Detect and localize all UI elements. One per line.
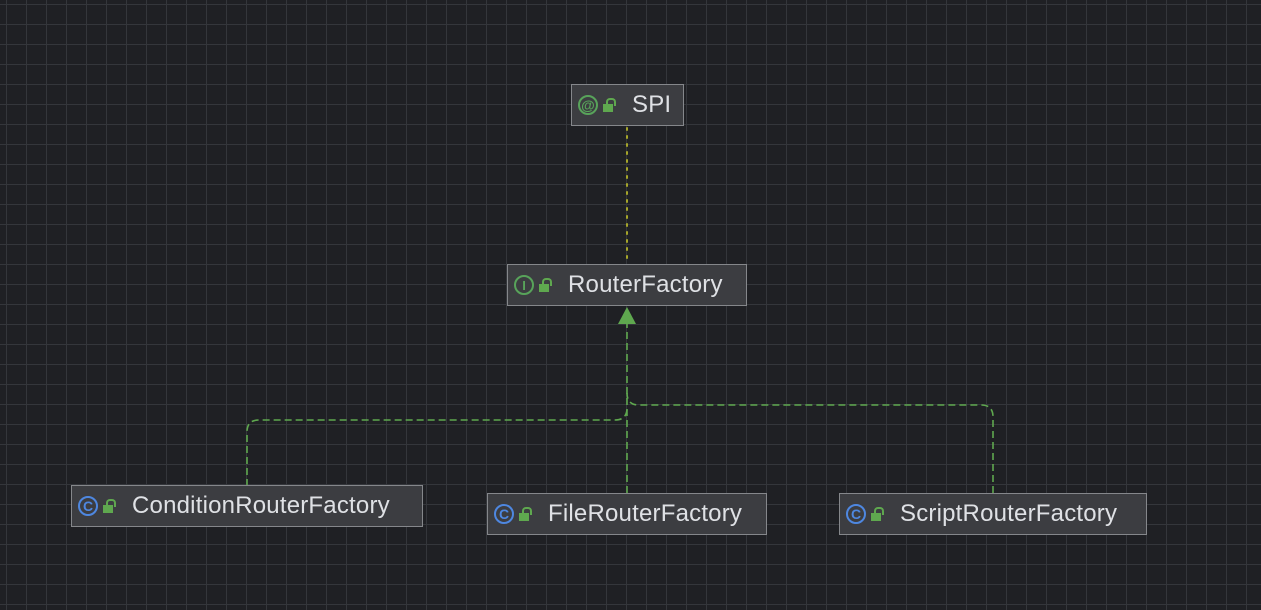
interface-icon: I (514, 275, 534, 295)
annotation-icon: @ (578, 95, 598, 115)
public-lock-icon (870, 506, 884, 522)
node-routerfactory[interactable]: I RouterFactory (507, 264, 747, 306)
node-label: FileRouterFactory (548, 500, 743, 527)
node-label: ConditionRouterFactory (132, 492, 390, 519)
class-icon: C (78, 496, 98, 516)
edge-condition-to-routerfactory (246, 407, 628, 486)
node-spi[interactable]: @ SPI (571, 84, 684, 126)
public-lock-icon (538, 277, 552, 293)
node-scriptrouterfactory[interactable]: C ScriptRouterFactory (839, 493, 1147, 535)
node-label: RouterFactory (568, 271, 723, 298)
node-conditionrouterfactory[interactable]: C ConditionRouterFactory (71, 485, 423, 527)
public-lock-icon (518, 506, 532, 522)
node-label: ScriptRouterFactory (900, 500, 1118, 527)
implements-arrowhead (618, 307, 636, 324)
node-filerouterfactory[interactable]: C FileRouterFactory (487, 493, 767, 535)
class-icon: C (494, 504, 514, 524)
class-icon: C (846, 504, 866, 524)
public-lock-icon (102, 498, 116, 514)
edge-script-to-routerfactory (626, 392, 994, 493)
public-lock-icon (602, 97, 616, 113)
node-label: SPI (632, 91, 672, 118)
